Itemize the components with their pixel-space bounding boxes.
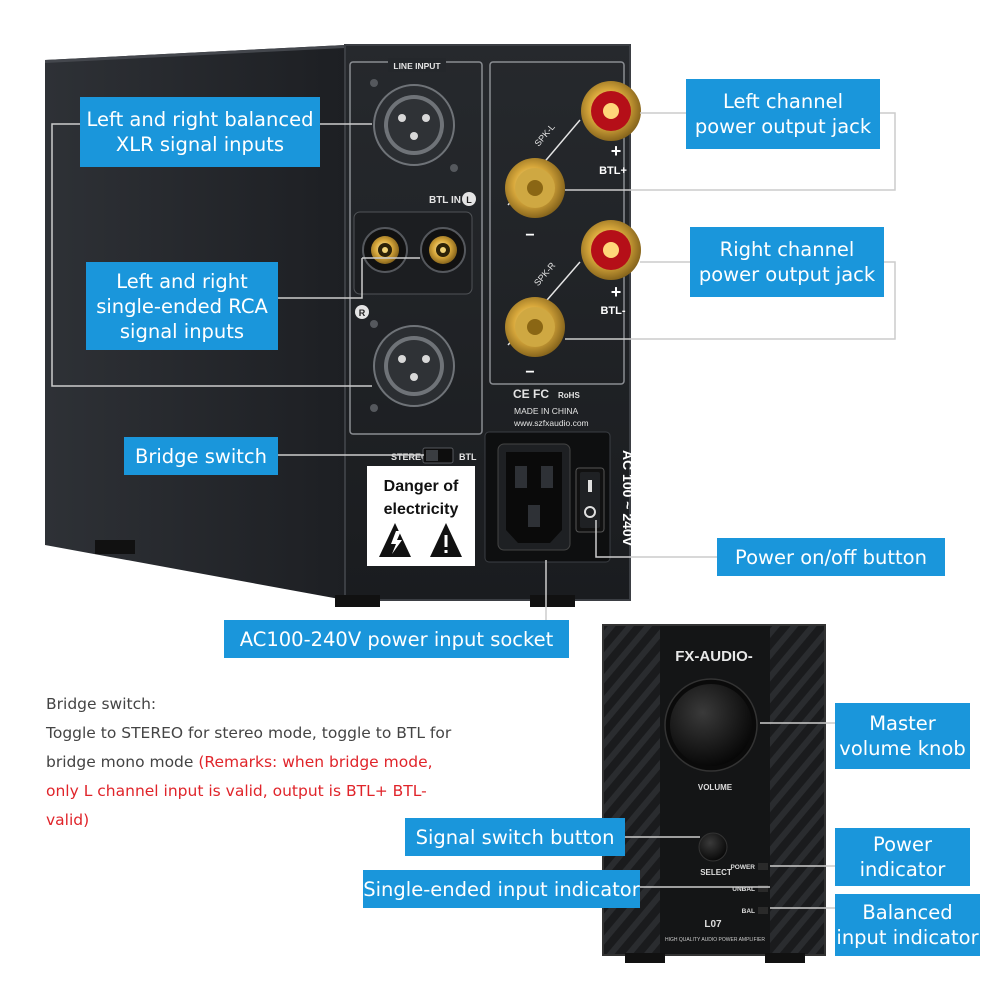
callout-line: power output jack <box>698 263 876 286</box>
callout-line: Left and right balanced <box>86 108 314 131</box>
btl-minus-label: BTL- <box>600 305 625 317</box>
danger-line-1: Danger of <box>384 478 459 495</box>
callout-line: Master <box>869 712 936 735</box>
leader-lines <box>51 112 896 909</box>
callout-unbal-indicator: Single-ended input indicator <box>363 870 640 908</box>
callout-line: AC100-240V power input socket <box>239 627 554 651</box>
leader-right-out-minus <box>565 261 896 340</box>
ac-rating-label: AC 100 ~ 240V <box>620 450 636 547</box>
danger-sticker: Danger of electricity <box>367 466 475 566</box>
rear-amplifier: LINE INPUT BTL IN L <box>45 44 641 607</box>
callout-line: Left and right <box>116 269 248 293</box>
btl-in-label: BTL IN <box>429 195 461 206</box>
volume-knob[interactable] <box>664 678 758 772</box>
volume-label: VOLUME <box>698 783 733 792</box>
rca-input-left[interactable] <box>420 227 466 273</box>
leader-power-button <box>595 520 717 558</box>
callout-line: power output jack <box>694 115 872 138</box>
callout-line: Bridge switch <box>134 444 267 468</box>
callout-line: Power on/off button <box>735 545 927 569</box>
callout-signal-switch: Signal switch button <box>405 818 625 856</box>
tagline-label: HIGH QUALITY AUDIO POWER AMPLIFIER <box>665 937 765 943</box>
ce-fc-mark: CE FC <box>513 387 549 401</box>
danger-line-2: electricity <box>384 501 459 518</box>
callout-line: Power <box>873 833 932 856</box>
callout-line: signal inputs <box>119 319 245 343</box>
select-button[interactable] <box>698 832 728 862</box>
note-title: Bridge switch: <box>46 695 157 713</box>
rca-inputs <box>353 211 473 295</box>
foot <box>625 953 665 963</box>
minus-sign: − <box>525 227 534 244</box>
callout-line: volume knob <box>839 737 966 760</box>
stereo-label: STEREO <box>391 452 428 462</box>
btl-plus-label: BTL+ <box>599 165 627 177</box>
rohs-mark: RoHS <box>558 391 580 400</box>
callout-line: Balanced <box>862 901 953 924</box>
callout-line: Left channel <box>722 90 844 113</box>
callout-line: Single-ended input indicator <box>363 877 640 901</box>
foot <box>95 540 135 554</box>
plus-sign: + <box>611 141 622 161</box>
callout-line: Right channel <box>719 238 855 261</box>
xlr-input-right[interactable] <box>370 320 455 412</box>
bridge-switch-note: Bridge switch: Toggle to STEREO for ster… <box>46 690 466 835</box>
callout-line: XLR signal inputs <box>115 133 285 156</box>
iec-socket[interactable] <box>506 452 562 543</box>
website-label: www.szfxaudio.com <box>513 418 589 428</box>
channel-r-label: R <box>359 308 366 318</box>
callout-line: input indicator <box>836 926 979 949</box>
unbal-led <box>758 885 768 892</box>
power-led <box>758 863 768 870</box>
select-label: SELECT <box>700 868 732 877</box>
brand-label: FX-AUDIO- <box>675 648 753 665</box>
note-remark: (Remarks: when bridge mode, only L chann… <box>46 753 433 829</box>
binding-post-r-plus[interactable] <box>581 220 641 280</box>
channel-l-label: L <box>466 195 472 205</box>
binding-post-r-minus[interactable] <box>505 297 565 357</box>
callout-line: indicator <box>859 858 946 881</box>
note-body: Toggle to STEREO for stereo mode, toggle… <box>46 724 452 771</box>
bal-label: BAL <box>742 908 755 915</box>
xlr-input-left[interactable] <box>370 79 458 172</box>
ac-inlet-module: AC 100 ~ 240V <box>484 431 636 563</box>
callout-bridge-switch: Bridge switch <box>124 437 278 475</box>
leader-left-out-minus <box>565 112 896 191</box>
model-label: L07 <box>704 919 722 930</box>
callout-ac-socket: AC100-240V power input socket <box>224 620 569 658</box>
power-label: POWER <box>730 864 755 871</box>
binding-post-l-plus[interactable] <box>581 81 641 141</box>
minus-sign: − <box>525 364 534 381</box>
btl-label: BTL <box>459 452 477 462</box>
front-amplifier: FX-AUDIO- VOLUME SELECT POWER UNBAL BAL … <box>602 624 826 963</box>
rca-input-right[interactable] <box>362 227 408 273</box>
leader-rca-right <box>278 258 363 299</box>
foot <box>335 595 380 607</box>
made-in-label: MADE IN CHINA <box>514 406 579 416</box>
callout-line: single-ended RCA <box>96 294 268 318</box>
callout-power-button: Power on/off button <box>717 538 945 576</box>
leader-xlr-bottom <box>51 123 372 387</box>
callout-line: Signal switch button <box>415 825 615 849</box>
foot <box>530 595 575 607</box>
foot <box>765 953 805 963</box>
bal-led <box>758 907 768 914</box>
unbal-label: UNBAL <box>732 886 755 893</box>
plus-sign: + <box>611 282 622 302</box>
line-input-label: LINE INPUT <box>393 61 441 71</box>
binding-post-l-minus[interactable] <box>505 158 565 218</box>
power-rocker-switch[interactable] <box>575 467 605 533</box>
